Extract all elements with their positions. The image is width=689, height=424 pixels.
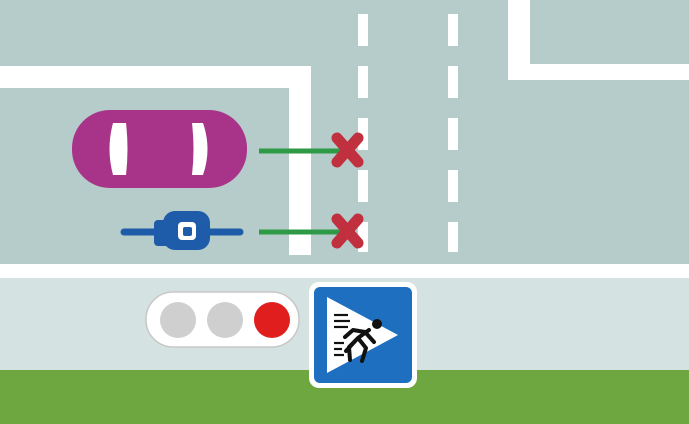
motorcycle-stop-mark [331, 213, 364, 249]
car-icon [72, 110, 247, 188]
traffic-light-lamp-off-2 [207, 302, 243, 338]
curb-line [0, 264, 689, 278]
motorcycle-icon [120, 211, 244, 250]
traffic-light [145, 291, 300, 348]
traffic-light-lamp-off-1 [160, 302, 196, 338]
pedestrian-icon [334, 313, 382, 363]
car-stop-mark [331, 132, 364, 168]
traffic-light-lamp-red [254, 302, 290, 338]
lane-dashes-right [448, 14, 458, 252]
sidewalk-top-right [530, 0, 689, 64]
pedestrian-crossing-sign [309, 282, 417, 388]
lane-dashes-left [358, 14, 368, 252]
road-edge-top-left [0, 66, 311, 255]
